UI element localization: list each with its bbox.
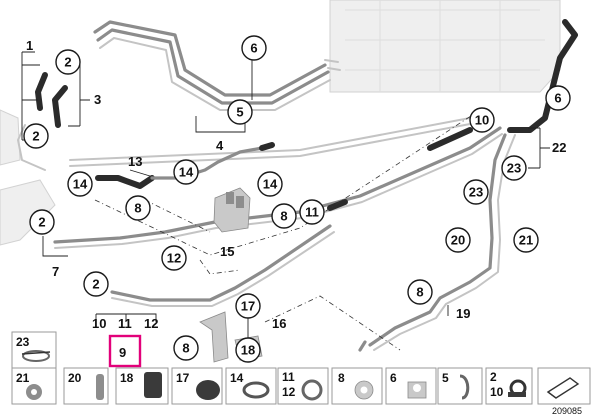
callout-8-right-mid: 8 bbox=[271, 203, 297, 229]
callout-17: 17 bbox=[235, 293, 261, 319]
legend-arrow-icon[interactable] bbox=[546, 377, 580, 399]
label-7: 7 bbox=[52, 264, 59, 279]
svg-text:6: 6 bbox=[554, 91, 561, 106]
callout-6-top: 6 bbox=[241, 35, 267, 61]
legend-item-8[interactable]: 8 bbox=[338, 371, 374, 400]
callout-8-right-low: 8 bbox=[407, 279, 433, 305]
callout-2-left: 2 bbox=[23, 123, 49, 149]
legend-item-5[interactable]: 5 bbox=[442, 371, 470, 400]
ghost-underbody-line bbox=[69, 117, 471, 167]
callout-14-mid: 14 bbox=[173, 159, 199, 185]
right-return-pipes bbox=[358, 19, 578, 352]
legend-item-2-10[interactable]: 2 10 bbox=[490, 370, 527, 399]
callout-11: 11 bbox=[299, 199, 325, 225]
legend-item-21[interactable]: 21 bbox=[16, 371, 42, 400]
ghost-battery-housing bbox=[329, 0, 561, 93]
callout-14-left: 14 bbox=[67, 171, 93, 197]
callout-23-upper: 23 bbox=[501, 155, 527, 181]
label-4: 4 bbox=[216, 138, 224, 153]
svg-text:11: 11 bbox=[282, 370, 295, 384]
svg-text:11: 11 bbox=[305, 205, 319, 220]
callout-20: 20 bbox=[445, 227, 471, 253]
callout-8-low: 8 bbox=[173, 335, 199, 361]
label-15: 15 bbox=[220, 244, 234, 259]
callout-23-lower: 23 bbox=[463, 179, 489, 205]
svg-text:14: 14 bbox=[263, 177, 278, 192]
svg-text:23: 23 bbox=[16, 335, 30, 349]
svg-text:8: 8 bbox=[416, 285, 423, 300]
callout-2-mid: 2 bbox=[29, 209, 55, 235]
label-19: 19 bbox=[456, 306, 470, 321]
svg-text:17: 17 bbox=[176, 371, 190, 385]
valve-block bbox=[213, 187, 251, 233]
label-9: 9 bbox=[119, 345, 126, 360]
svg-text:17: 17 bbox=[241, 299, 255, 314]
svg-text:2: 2 bbox=[32, 129, 39, 144]
legend-cell-23[interactable]: 23 bbox=[11, 331, 57, 369]
svg-text:20: 20 bbox=[451, 233, 465, 248]
label-22: 22 bbox=[552, 140, 566, 155]
svg-text:23: 23 bbox=[507, 161, 521, 176]
callout-2-upper: 2 bbox=[55, 49, 81, 75]
label-sub-12: 12 bbox=[144, 316, 158, 331]
lower-pipe bbox=[110, 224, 335, 307]
callout-21: 21 bbox=[513, 227, 539, 253]
svg-text:6: 6 bbox=[250, 41, 257, 56]
label-sub-11: 11 bbox=[118, 316, 132, 331]
highlighted-part-9[interactable]: 9 bbox=[108, 334, 142, 368]
svg-text:14: 14 bbox=[230, 371, 244, 385]
svg-text:14: 14 bbox=[73, 177, 88, 192]
callout-12: 12 bbox=[161, 245, 187, 271]
label-sub-10: 10 bbox=[92, 316, 106, 331]
callout-2-lower: 2 bbox=[83, 271, 109, 297]
svg-text:2: 2 bbox=[490, 370, 497, 384]
document-number: 209085 bbox=[552, 406, 582, 416]
svg-text:12: 12 bbox=[282, 385, 296, 399]
svg-text:5: 5 bbox=[442, 371, 449, 385]
svg-text:12: 12 bbox=[167, 251, 181, 266]
label-3: 3 bbox=[94, 92, 101, 107]
svg-text:10: 10 bbox=[475, 113, 489, 128]
svg-text:10: 10 bbox=[490, 385, 504, 399]
legend-item-6[interactable]: 6 bbox=[390, 371, 427, 399]
ghost-left-bracket bbox=[0, 109, 56, 246]
svg-text:21: 21 bbox=[16, 371, 30, 385]
svg-text:18: 18 bbox=[120, 371, 134, 385]
legend-item-20[interactable]: 20 bbox=[68, 371, 104, 400]
svg-text:14: 14 bbox=[179, 165, 194, 180]
label-13: 13 bbox=[128, 154, 142, 169]
svg-text:8: 8 bbox=[338, 371, 345, 385]
callout-18: 18 bbox=[235, 337, 261, 363]
svg-text:6: 6 bbox=[390, 371, 397, 385]
svg-text:21: 21 bbox=[519, 233, 533, 248]
callout-10: 10 bbox=[469, 107, 495, 133]
svg-text:8: 8 bbox=[134, 201, 141, 216]
callout-8-mid: 8 bbox=[125, 195, 151, 221]
svg-text:2: 2 bbox=[92, 277, 99, 292]
label-1: 1 bbox=[26, 38, 33, 53]
svg-text:18: 18 bbox=[241, 343, 255, 358]
callout-5: 5 bbox=[227, 99, 253, 125]
svg-text:23: 23 bbox=[469, 185, 483, 200]
main-underbody-pipes bbox=[53, 126, 503, 249]
callout-14-right: 14 bbox=[257, 171, 283, 197]
top-pipe-assembly bbox=[93, 20, 341, 111]
svg-text:2: 2 bbox=[64, 55, 71, 70]
svg-text:8: 8 bbox=[280, 209, 287, 224]
svg-text:2: 2 bbox=[38, 215, 45, 230]
legend-item-14[interactable]: 14 bbox=[230, 371, 270, 399]
legend-item-18[interactable]: 18 bbox=[120, 371, 162, 398]
label-16: 16 bbox=[272, 316, 286, 331]
svg-text:8: 8 bbox=[182, 341, 189, 356]
left-hoses bbox=[17, 72, 68, 171]
legend-item-17[interactable]: 17 bbox=[176, 371, 220, 400]
svg-text:5: 5 bbox=[236, 105, 243, 120]
callout-6-right: 6 bbox=[545, 85, 571, 111]
svg-text:20: 20 bbox=[68, 371, 82, 385]
legend-item-11-12[interactable]: 11 12 bbox=[282, 370, 323, 401]
